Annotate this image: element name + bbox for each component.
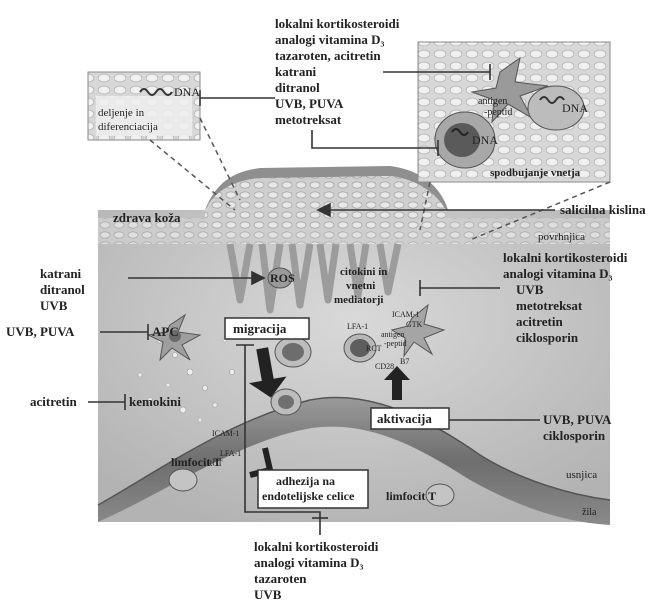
bottom-treatment-line-1: lokalni kortikosteroidi [254,539,379,554]
label-icam-top: ICAM-1 [392,310,420,319]
label-gtk: GTK [406,320,423,329]
dna-helix-icon-top [539,96,565,104]
inset-right [417,41,611,241]
label-rct-top: RCT [366,344,382,353]
right-group1-line-3: UVB [516,282,544,297]
dendritic-cell [470,56,549,124]
top-treatment-line-3: tazaroten, acitretin [275,48,381,63]
label-citokini-3: mediatorji [334,294,383,306]
label-limfocit-right: limfocit T [386,489,436,503]
aktivacija-box [370,407,450,430]
label-citokini-1: citokini in [340,266,387,278]
label-adhezija-2: endotelijske celice [262,489,355,503]
label-lfa-top: LFA-1 [347,322,368,331]
top-treatment-line-4: katrani [275,64,317,79]
right-group1-line-2: analogi vitamina D₃ [503,266,612,281]
inset-left-caption-1: deljenje in [98,107,145,119]
label-povrhnjica: povrhnjica [538,231,585,243]
top-treatment-line-2: analogi vitamina D₃ [275,32,384,47]
label-apc: APC [152,324,179,339]
label-zdrava-koza: zdrava koža [113,210,181,225]
right-group1-line-5: acitretin [516,314,563,329]
dna-helix-icon-bottom [451,128,469,136]
dna-helix-icon [139,88,173,96]
left-group1-line-3: UVB [40,298,68,313]
inset-right-antigen-1: antigen [478,96,507,107]
activation-arrow [384,366,410,400]
label-antigen-mid-2: -peptid [384,339,407,348]
label-cd28: CD28 [375,362,394,371]
inset-left-dna: DNA [174,85,200,99]
apc-cell [146,313,202,362]
top-treatment-line-6: UVB, PUVA [275,96,344,111]
label-ros: ROS [270,271,295,285]
label-icam-bottom: ICAM-1 [212,429,240,438]
left-group3: acitretin [30,394,77,409]
top-treatment-line-1: lokalni kortikosteroidi [275,16,400,31]
left-group1-line-1: katrani [40,266,82,281]
migration-arrow [249,347,287,398]
inset-right-antigen-2: -peptid [484,107,512,118]
blood-vessel [97,396,611,525]
migrating-t-cell [270,336,312,416]
label-adhezija-1: adhezija na [276,474,335,488]
lymphocyte-right [425,483,455,507]
migracija-box [224,317,310,340]
ros-cell [267,267,293,289]
bottom-treatment-line-3: tazaroten [254,571,307,586]
top-treatment-text: lokalni kortikosteroidi analogi vitamina… [275,16,400,127]
label-salicilna: salicilna kislina [560,202,646,217]
right-group1-line-4: metotreksat [516,298,583,313]
label-rct-bottom: RCT [207,459,223,468]
right-group1-line-1: lokalni kortikosteroidi [503,250,628,265]
left-group2: UVB, PUVA [6,324,75,339]
adhezija-box [257,469,369,509]
right-group1-line-6: ciklosporin [516,330,579,345]
right-group2-line-1: UVB, PUVA [543,412,612,427]
inset-right-caption: spodbujanje vnetja [490,167,581,179]
label-b7: B7 [400,357,409,366]
left-group1-line-2: ditranol [40,282,85,297]
label-antigen-mid-1: antigen [381,330,405,339]
activated-t-cell [343,303,446,363]
label-zila: žila [582,507,597,518]
label-citokini-2: vnetni [346,280,375,292]
inset-left [87,71,241,211]
label-migracija: migracija [233,321,287,336]
inset-left-caption-2: diferenciacija [98,121,158,133]
top-treatment-line-5: ditranol [275,80,320,95]
inset-right-dna-bottom: DNA [472,133,498,147]
label-lfa-bottom: LFA-1 [220,449,241,458]
bottom-treatment-line-2: analogi vitamina D₃ [254,555,363,570]
label-usnjica: usnjica [566,469,597,481]
label-kemokini: kemokini [129,394,181,409]
cells-group [146,267,455,507]
lymphocyte-left [168,468,198,492]
top-treatment-line-7: metotreksat [275,112,342,127]
inset-right-dna-top: DNA [562,101,588,115]
label-aktivacija: aktivacija [377,411,432,426]
label-limfocit-left: limfocit T [171,455,221,469]
bottom-treatment-line-4: UVB [254,587,282,602]
right-group2-line-2: ciklosporin [543,428,606,443]
